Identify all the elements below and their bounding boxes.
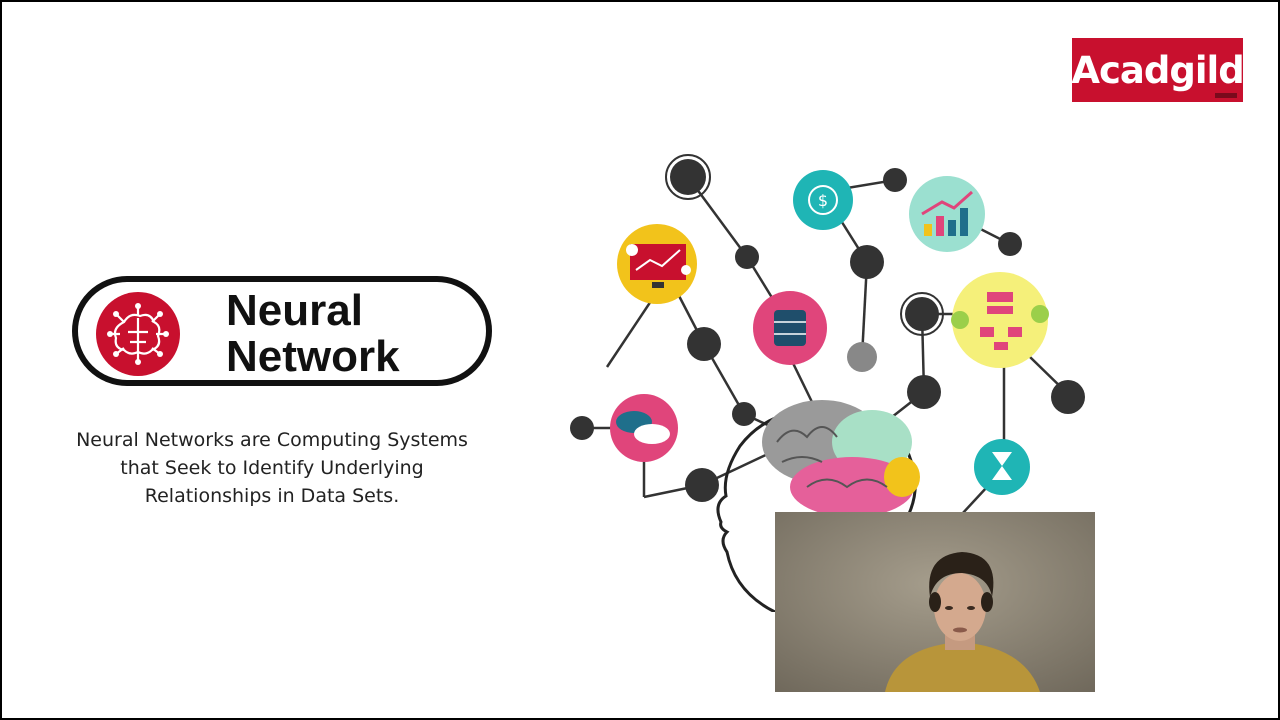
svg-text:$: $	[818, 191, 828, 210]
presenter-video	[775, 512, 1095, 692]
title-badge: Neural Network	[72, 276, 492, 386]
database-icon	[753, 291, 827, 365]
cloud-icon	[610, 394, 678, 462]
title-text: Neural Network	[226, 288, 486, 380]
description-line-1: Neural Networks are Computing Systems	[76, 429, 468, 451]
flowchart-icon	[951, 272, 1049, 368]
logo-text: Acadgild	[1071, 48, 1244, 92]
description-line-3: Relationships in Data Sets.	[144, 485, 400, 507]
bar-chart-icon	[909, 176, 985, 252]
acadgild-logo: Acadgild	[1071, 38, 1245, 102]
title-line-1: Neural	[226, 286, 363, 335]
monitor-chart-icon	[617, 224, 697, 304]
neural-network-illustration: $	[570, 154, 1085, 612]
title-line-2: Network	[226, 332, 400, 381]
brain-circuit-icon	[96, 292, 180, 376]
description-line-2: that Seek to Identify Underlying	[120, 457, 424, 479]
hourglass-icon	[974, 439, 1030, 495]
brain-icon	[762, 400, 920, 517]
dollar-icon: $	[793, 170, 853, 230]
description: Neural Networks are Computing Systems th…	[42, 426, 502, 510]
